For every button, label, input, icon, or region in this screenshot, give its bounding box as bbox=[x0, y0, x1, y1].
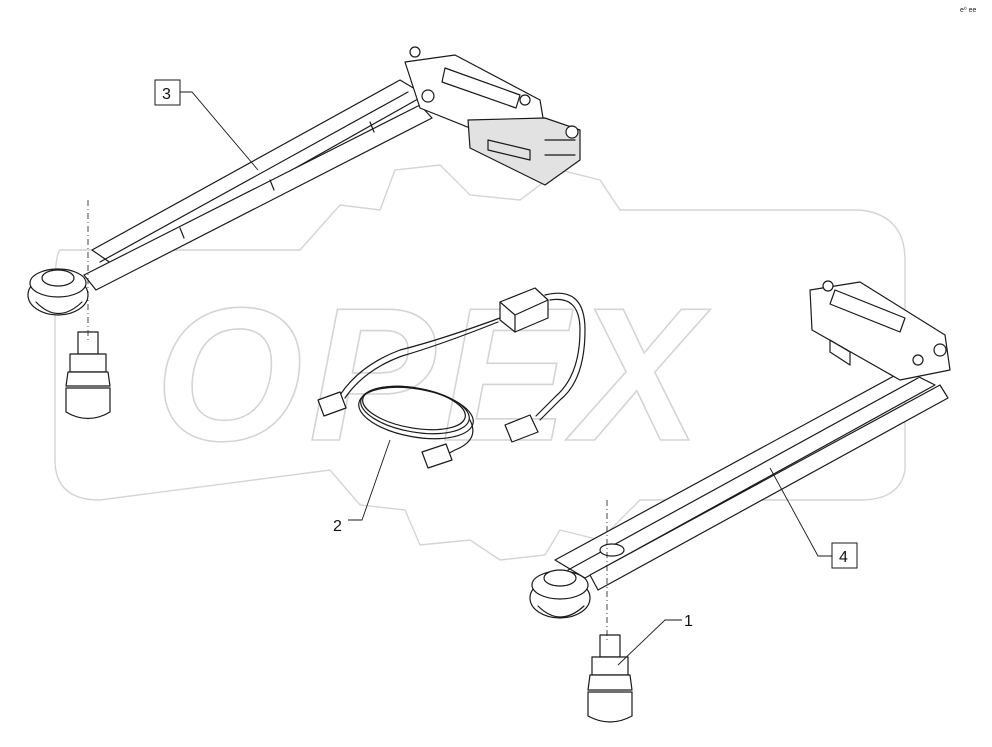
arm-assembly-3 bbox=[27, 46, 581, 316]
cable-harness-2 bbox=[317, 287, 586, 469]
callout-2[interactable]: 2 bbox=[333, 518, 342, 535]
arm-assembly-4 bbox=[529, 280, 951, 619]
callout-1-label: 1 bbox=[684, 613, 693, 630]
callout-4-label: 4 bbox=[839, 549, 848, 566]
sensor-right bbox=[587, 634, 633, 723]
harness-junction-box bbox=[499, 287, 549, 333]
corner-mark: e⁰ ee bbox=[960, 6, 977, 14]
arm-4-mount-bracket bbox=[809, 281, 951, 381]
harness-connector-bottom bbox=[421, 443, 453, 469]
callout-3-box bbox=[154, 79, 181, 106]
arm-3-lower-rail bbox=[83, 104, 433, 291]
callout-4[interactable]: 4 bbox=[831, 542, 858, 569]
callout-3-label: 3 bbox=[162, 86, 171, 103]
callout-1[interactable]: 1 bbox=[684, 613, 693, 630]
harness-connector-left bbox=[317, 391, 347, 417]
arm-3-cylinder bbox=[441, 67, 521, 109]
watermark-logo: OPEX bbox=[54, 164, 906, 561]
arm-3-mount-plate bbox=[467, 117, 581, 186]
arm-4-boom bbox=[554, 369, 936, 579]
leader-line-4 bbox=[769, 467, 832, 557]
arm-3-pivot bbox=[421, 89, 435, 103]
callout-2-label: 2 bbox=[333, 518, 342, 535]
callout-4-box bbox=[831, 542, 858, 569]
arm-4-pivot bbox=[933, 343, 947, 357]
arm-4-lower-rail bbox=[589, 384, 949, 591]
sensor-left bbox=[65, 331, 111, 420]
harness-connector-right bbox=[504, 414, 539, 443]
watermark-gear-outline bbox=[54, 164, 906, 561]
arm-4-cylinder bbox=[829, 289, 906, 333]
leader-line-1 bbox=[617, 619, 682, 666]
callout-3[interactable]: 3 bbox=[154, 79, 181, 106]
watermark-text: OPEX bbox=[155, 269, 711, 481]
leader-line-3 bbox=[180, 91, 259, 171]
arm-3-bolt bbox=[565, 125, 579, 139]
leader-line-2 bbox=[348, 439, 391, 521]
